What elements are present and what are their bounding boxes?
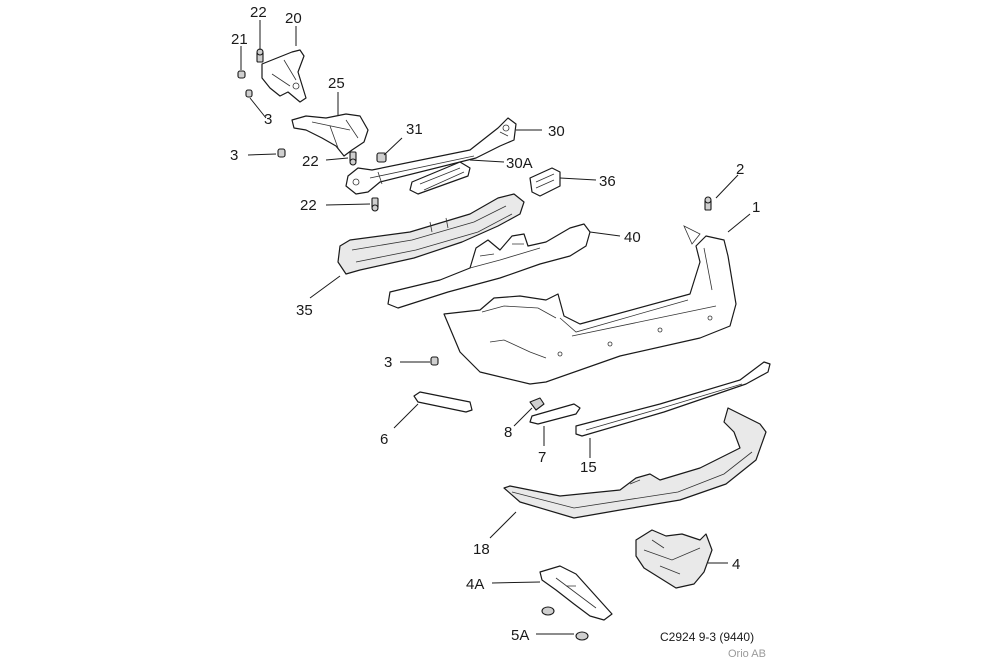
part-7-trim-centre	[529, 403, 581, 425]
callout-30: 30	[548, 123, 565, 140]
part-35-crash-beam	[337, 193, 525, 275]
part-15-moulding	[575, 361, 771, 437]
diagram-caption: C2924 9-3 (9440)	[660, 630, 754, 644]
part-30a-holder	[409, 161, 471, 195]
callout-1: 1	[752, 199, 760, 216]
part-3-clip-left	[277, 148, 286, 158]
callout-40: 40	[624, 229, 641, 246]
callout-4a: 4A	[466, 576, 484, 593]
part-22-screw-mid	[349, 151, 357, 166]
callout-4: 4	[732, 556, 740, 573]
part-25-side-bracket	[291, 113, 369, 157]
part-3-clip-top	[245, 89, 253, 98]
callout-7: 7	[538, 449, 546, 466]
copyright-text: Orio AB	[728, 648, 766, 660]
callout-2: 2	[736, 161, 744, 178]
part-8-clip	[529, 397, 545, 411]
callout-22-mid: 22	[302, 153, 319, 170]
callout-22-lower: 22	[300, 197, 317, 214]
part-4a-plate	[539, 565, 613, 621]
callout-15: 15	[580, 459, 597, 476]
part-40-absorber	[387, 223, 591, 309]
part-1-bumper-cover	[443, 225, 737, 385]
callout-22-top: 22	[250, 4, 267, 21]
part-18-lower-panel	[503, 407, 767, 519]
part-36-guide	[529, 167, 561, 197]
callout-3-top: 3	[264, 111, 272, 128]
callout-30a: 30A	[506, 155, 533, 172]
callout-31: 31	[406, 121, 423, 138]
callout-3-left: 3	[230, 147, 238, 164]
part-4-bracket-lower	[635, 529, 713, 589]
callout-5a: 5A	[511, 627, 529, 644]
part-5a-clips	[541, 606, 589, 641]
part-22-screw-lower	[371, 197, 379, 212]
part-21-clip	[237, 70, 246, 79]
part-3-clip-right	[430, 356, 439, 366]
part-20-bracket	[261, 49, 307, 103]
callout-25: 25	[328, 75, 345, 92]
callout-6: 6	[380, 431, 388, 448]
callout-21: 21	[231, 31, 248, 48]
callout-36: 36	[599, 173, 616, 190]
callout-labels: 22 20 21 3 25 3 22 31 30 30A 36 22 2 1 4…	[230, 4, 760, 644]
part-31-clip	[376, 152, 387, 163]
callout-35: 35	[296, 302, 313, 319]
part-2-screw	[704, 196, 712, 211]
part-22-screw-top	[256, 48, 264, 63]
leader-lines	[240, 20, 751, 635]
callout-20: 20	[285, 10, 302, 27]
callout-8: 8	[504, 424, 512, 441]
part-30-upper-bar	[345, 117, 517, 195]
callout-18: 18	[473, 541, 490, 558]
part-6-trim-left	[413, 391, 473, 413]
callout-3-right: 3	[384, 354, 392, 371]
